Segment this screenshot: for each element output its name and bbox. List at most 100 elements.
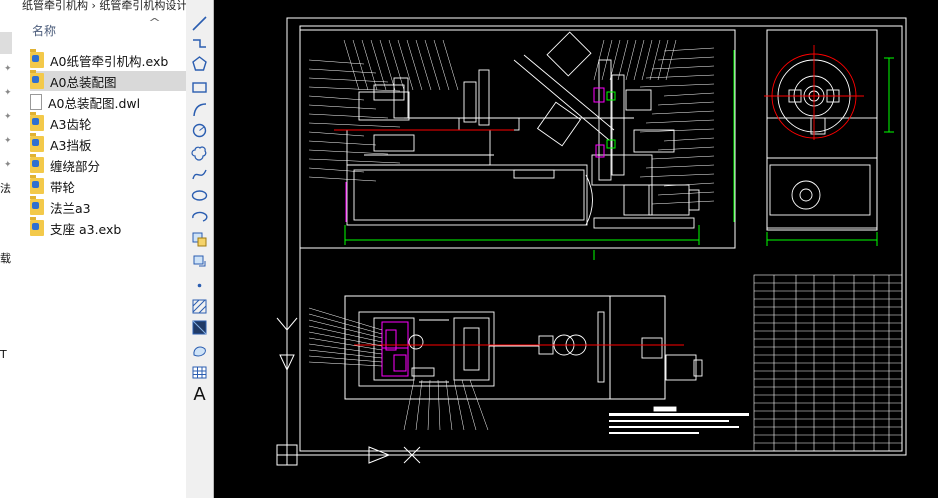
callout-leader (308, 104, 377, 110)
callout-leader (308, 68, 377, 74)
file-name: 法兰a3 (50, 200, 91, 216)
callout-leader (388, 39, 405, 91)
callout-leader (352, 39, 369, 91)
drawing-border-outer (286, 17, 907, 456)
top-view-highlights (381, 321, 409, 377)
callout-leader (403, 379, 415, 431)
polyline-icon[interactable] (190, 34, 209, 53)
file-name: A0总装配图 (50, 74, 117, 90)
side-view-dimensions (766, 57, 894, 246)
gradient-icon[interactable] (190, 318, 209, 337)
callout-leader (308, 319, 383, 339)
side-view (764, 45, 878, 229)
point-icon[interactable] (190, 276, 209, 295)
file-row[interactable]: 带轮 (30, 175, 186, 196)
callout-leader (308, 313, 383, 335)
nav-item-label[interactable]: 载 (0, 252, 11, 265)
file-row[interactable]: A3齿轮 (30, 112, 186, 133)
file-row[interactable]: 缠绕部分 (30, 154, 186, 175)
pin-icon[interactable]: ✦ (4, 64, 12, 74)
pin-icon[interactable]: ✦ (4, 112, 12, 122)
rectangle-icon[interactable] (190, 78, 209, 97)
callout-leader (641, 39, 653, 81)
file-row[interactable]: A0总装配图 (30, 70, 186, 91)
file-name: 缠绕部分 (50, 158, 101, 174)
text-icon[interactable]: A (193, 384, 206, 405)
callout-leader (617, 39, 629, 81)
callout-leader (308, 122, 401, 128)
callout-leader (663, 92, 715, 97)
callout-leader (645, 164, 715, 169)
hatch-icon[interactable] (190, 297, 209, 316)
circle-icon[interactable] (190, 121, 209, 140)
insert-block-icon[interactable] (190, 230, 209, 249)
pin-icon[interactable]: ✦ (4, 136, 12, 146)
callout-leader (649, 39, 661, 81)
callout-leader (657, 146, 715, 151)
callout-leader (308, 337, 383, 351)
callout-leader (657, 56, 715, 61)
file-name: 支座 a3.exb (50, 221, 122, 237)
sort-chevron-icon[interactable]: ^ (148, 16, 162, 29)
callout-leaders-top (308, 307, 489, 431)
callout-leader (453, 379, 465, 431)
cad-drawing (276, 17, 907, 466)
callout-leader (601, 39, 613, 81)
folder-icon (30, 49, 44, 68)
pin-icon[interactable]: ✦ (4, 88, 12, 98)
file-row[interactable]: A0总装配图.dwl (30, 92, 186, 112)
line-icon[interactable] (190, 14, 209, 33)
nav-item-label[interactable]: 法 (0, 182, 11, 195)
spline-icon[interactable] (190, 165, 209, 184)
arc-icon[interactable] (190, 100, 209, 119)
file-name: 带轮 (50, 179, 76, 195)
callout-leader (639, 173, 715, 178)
navigation-pane: ✦ ✦ ✦ ✦ ✦ 法 载 T (0, 0, 23, 498)
callout-leader (639, 83, 715, 88)
callout-leader (308, 131, 365, 137)
callout-leader (370, 39, 387, 91)
file-row[interactable]: 法兰a3 (30, 196, 186, 217)
ellipse-arc-icon[interactable] (190, 208, 209, 227)
folder-icon (30, 175, 44, 194)
callout-leader (633, 39, 645, 81)
file-row[interactable]: A0纸管牵引机构.exb (30, 49, 186, 70)
nav-item-label[interactable]: T (0, 348, 7, 361)
drawing-canvas[interactable] (214, 0, 938, 498)
callout-leader (645, 74, 715, 79)
table-icon[interactable] (190, 363, 209, 382)
callout-leader (308, 77, 389, 83)
parts-list-table (753, 274, 903, 452)
callout-leader (461, 379, 477, 431)
callout-leader (433, 39, 450, 91)
callout-leader (424, 39, 441, 91)
callout-leader (308, 140, 377, 146)
callout-leader (379, 39, 396, 91)
callout-leader (625, 39, 637, 81)
region-icon[interactable] (190, 342, 209, 361)
file-row[interactable]: 支座 a3.exb (30, 217, 186, 238)
callout-leader (308, 343, 383, 355)
file-row[interactable]: A3挡板 (30, 133, 186, 154)
breadcrumb[interactable]: 纸管牵引机构 › 纸管牵引机构设计 (22, 0, 186, 12)
folder-icon (30, 154, 44, 173)
callout-leader (657, 101, 715, 106)
make-block-icon[interactable] (190, 252, 209, 271)
polygon-icon[interactable] (190, 54, 209, 73)
callout-leader (445, 379, 453, 431)
ellipse-icon[interactable] (190, 186, 209, 205)
callout-leader (308, 158, 401, 164)
callout-leader (308, 59, 365, 65)
ucs-icon (276, 317, 421, 466)
nav-selected-item[interactable] (0, 32, 12, 54)
callout-leader (308, 95, 365, 101)
pin-icon[interactable]: ✦ (4, 160, 12, 170)
revision-cloud-icon[interactable] (190, 143, 209, 162)
callout-leader (427, 379, 431, 431)
draw-toolbar: A (186, 0, 214, 498)
callout-leader (415, 379, 423, 431)
callout-leader (437, 379, 441, 431)
callout-leader (343, 39, 360, 91)
column-header-name[interactable]: 名称 (32, 24, 57, 38)
front-view-dimensions (344, 50, 735, 260)
